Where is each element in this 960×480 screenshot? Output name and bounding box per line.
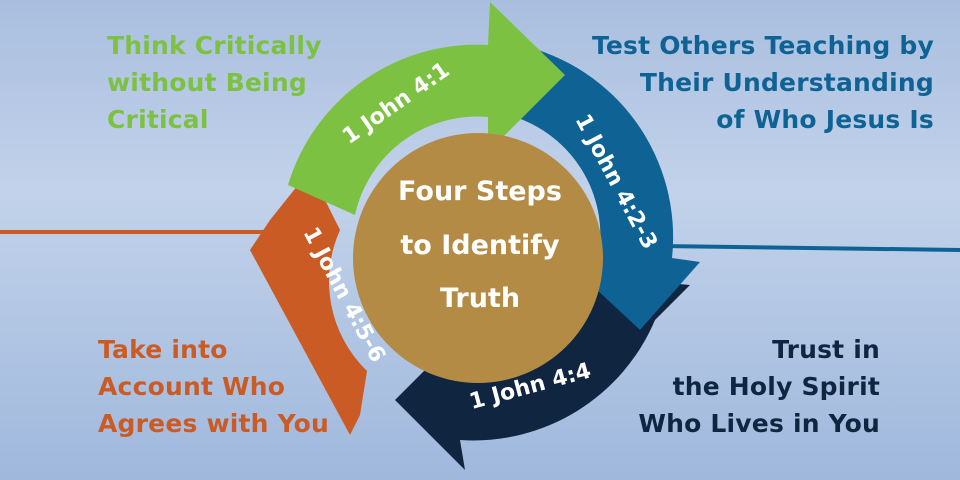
cycle-arrow-step-1	[288, 2, 565, 215]
center-title-line-1: Four Steps	[398, 176, 562, 207]
step-2-label-line: Test Others Teaching by	[591, 31, 934, 60]
step-2-label: Test Others Teaching by Their Understand…	[592, 27, 934, 138]
center-title-line-3: Truth	[440, 283, 520, 314]
step-3-label-line: Trust in	[772, 335, 880, 364]
step-1-label: Think Critically without Being Critical	[107, 27, 322, 138]
step-3-label-line: Who Lives in You	[638, 409, 880, 438]
step-2-label-line: Their Understanding	[639, 68, 934, 97]
step-4-label: Take into Account Who Agrees with You	[98, 331, 329, 442]
step-4-label-line: Agrees with You	[98, 409, 329, 438]
step-4-label-line: Take into	[98, 335, 228, 364]
step-3-label: Trust in the Holy Spirit Who Lives in Yo…	[638, 331, 880, 442]
step-1-label-line: Think Critically	[107, 31, 322, 60]
center-title-line-2: to Identify	[400, 230, 560, 261]
step-2-label-line: of Who Jesus Is	[716, 105, 934, 134]
step-1-label-line: Critical	[107, 105, 209, 134]
step-3-label-line: the Holy Spirit	[672, 372, 880, 401]
step-1-label-line: without Being	[107, 68, 307, 97]
cycle-arrow-step-4	[250, 170, 367, 435]
connector-line-right	[659, 244, 960, 252]
cycle-arrow-step-2	[518, 45, 700, 330]
center-hub	[353, 133, 603, 383]
cycle-arrow-step-3	[395, 278, 690, 470]
step-4-label-line: Account Who	[98, 372, 286, 401]
